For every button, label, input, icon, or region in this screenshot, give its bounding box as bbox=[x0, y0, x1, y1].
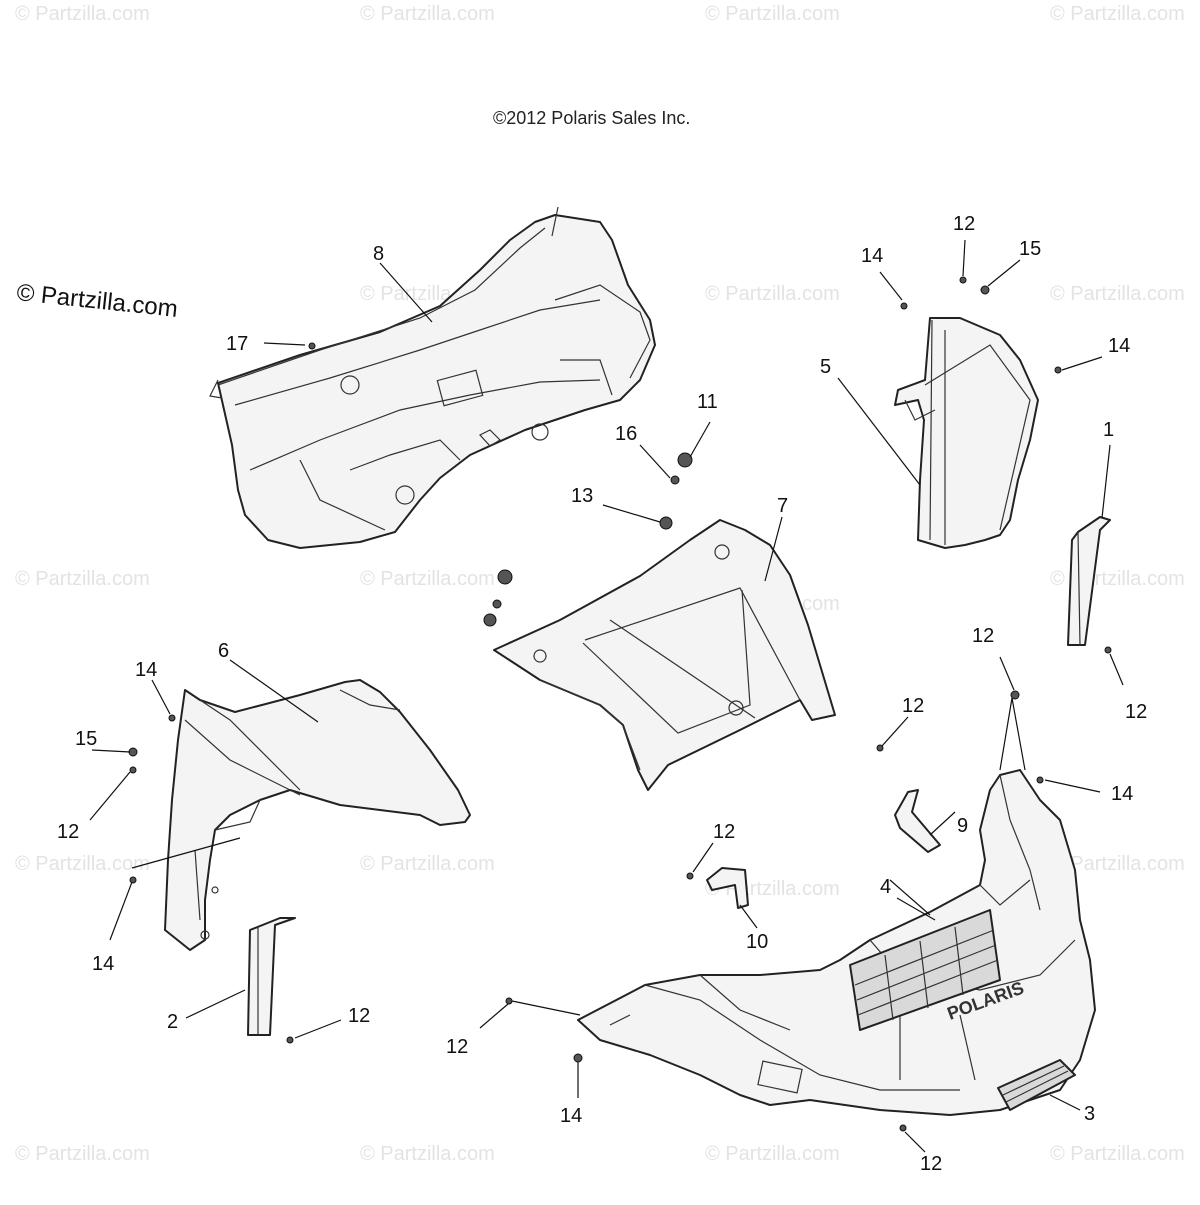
fastener-12-screw bbox=[129, 766, 137, 774]
fastener-13-nut bbox=[483, 613, 497, 627]
watermark: © Partzilla.com bbox=[15, 3, 150, 25]
callout-17: 17 bbox=[226, 333, 248, 355]
callout-2: 2 bbox=[167, 1011, 178, 1033]
callout-4: 4 bbox=[880, 876, 891, 898]
fastener-16-washer bbox=[492, 599, 502, 609]
callout-12: 12 bbox=[920, 1153, 942, 1175]
watermark: © Partzilla.com bbox=[360, 1143, 495, 1165]
fastener-13-nut bbox=[659, 516, 673, 530]
callout-7: 7 bbox=[777, 495, 788, 517]
part-5-side-panel bbox=[894, 317, 1039, 549]
fastener-11-push-rivet bbox=[497, 569, 513, 585]
callout-15: 15 bbox=[1019, 238, 1041, 260]
watermark: © Partzilla.com bbox=[1050, 1143, 1185, 1165]
fastener-14-clip bbox=[1036, 776, 1044, 784]
callout-14: 14 bbox=[1111, 783, 1133, 805]
part-4-front-bumper bbox=[577, 769, 1096, 1116]
fastener-11-push-rivet bbox=[677, 452, 693, 468]
callout-12: 12 bbox=[972, 625, 994, 647]
fastener-15-clip bbox=[128, 747, 138, 757]
watermark: © Partzilla.com bbox=[1050, 853, 1185, 875]
callout-11: 11 bbox=[697, 391, 718, 413]
callout-14: 14 bbox=[1108, 335, 1130, 357]
callout-labels: 8 17 11 16 13 7 5 1 14 12 15 14 12 12 14… bbox=[57, 213, 1147, 1175]
fastener-12-screw bbox=[899, 1124, 907, 1132]
callout-12: 12 bbox=[348, 1005, 370, 1027]
part-9-bracket bbox=[894, 789, 941, 853]
fastener-17-screw bbox=[308, 342, 316, 350]
callout-13: 13 bbox=[571, 485, 593, 507]
fastener-12-screw bbox=[686, 872, 694, 880]
watermark: © Partzilla.com bbox=[705, 283, 840, 305]
watermark: © Partzilla.com bbox=[15, 853, 150, 875]
part-3-grille-insert bbox=[997, 1059, 1076, 1111]
callout-14: 14 bbox=[560, 1105, 582, 1127]
watermark: © Partzilla.com bbox=[705, 3, 840, 25]
callout-15: 15 bbox=[75, 728, 97, 750]
watermark: © Partzilla.com bbox=[360, 3, 495, 25]
part-8-dash-panel bbox=[209, 206, 656, 549]
watermark: © Partzilla.com bbox=[1050, 283, 1185, 305]
leader-lines bbox=[89, 239, 1124, 1153]
fastener-12-screw bbox=[1104, 646, 1112, 654]
fastener-14-clip bbox=[573, 1053, 583, 1063]
watermark: © Partzilla.com bbox=[705, 1143, 840, 1165]
part-10-bracket bbox=[706, 867, 749, 909]
watermark: © Partzilla.com bbox=[1050, 3, 1185, 25]
part-2-bracket bbox=[247, 917, 296, 1036]
callout-12: 12 bbox=[953, 213, 975, 235]
callout-14: 14 bbox=[92, 953, 114, 975]
callout-3: 3 bbox=[1084, 1103, 1095, 1125]
watermark: © Partzilla.com bbox=[360, 853, 495, 875]
copyright-text: ©2012 Polaris Sales Inc. bbox=[493, 108, 690, 128]
fastener-15-clip bbox=[980, 285, 990, 295]
watermark: © Partzilla.com bbox=[15, 1143, 150, 1165]
fastener-12-screw bbox=[1010, 690, 1020, 700]
part-7-hood bbox=[493, 519, 836, 791]
callout-10: 10 bbox=[746, 931, 768, 953]
fastener-12-screw bbox=[876, 744, 884, 752]
callout-9: 9 bbox=[957, 815, 968, 837]
partzilla-logo: © Partzilla.com bbox=[15, 279, 179, 323]
fastener-12-screw bbox=[959, 276, 967, 284]
fastener-14-clip bbox=[129, 876, 137, 884]
callout-16: 16 bbox=[615, 423, 637, 445]
callout-14: 14 bbox=[861, 245, 883, 267]
fastener-14-clip bbox=[1054, 366, 1062, 374]
small-fasteners bbox=[128, 276, 1112, 1132]
fastener-16-washer bbox=[670, 475, 680, 485]
callout-12: 12 bbox=[902, 695, 924, 717]
fastener-12-screw bbox=[505, 997, 513, 1005]
callout-12: 12 bbox=[446, 1036, 468, 1058]
callout-8: 8 bbox=[373, 243, 384, 265]
callout-12: 12 bbox=[1125, 701, 1147, 723]
callout-6: 6 bbox=[218, 640, 229, 662]
part-6-left-fender bbox=[164, 679, 471, 951]
fastener-12-screw bbox=[286, 1036, 294, 1044]
fastener-14-clip bbox=[900, 302, 908, 310]
callout-1: 1 bbox=[1103, 419, 1114, 441]
watermark: © Partzilla.com bbox=[360, 568, 495, 590]
callout-14: 14 bbox=[135, 659, 157, 681]
callout-12: 12 bbox=[57, 821, 79, 843]
callout-12: 12 bbox=[713, 821, 735, 843]
callout-5: 5 bbox=[820, 356, 831, 378]
fastener-14-clip bbox=[168, 714, 176, 722]
watermark: © Partzilla.com bbox=[15, 568, 150, 590]
